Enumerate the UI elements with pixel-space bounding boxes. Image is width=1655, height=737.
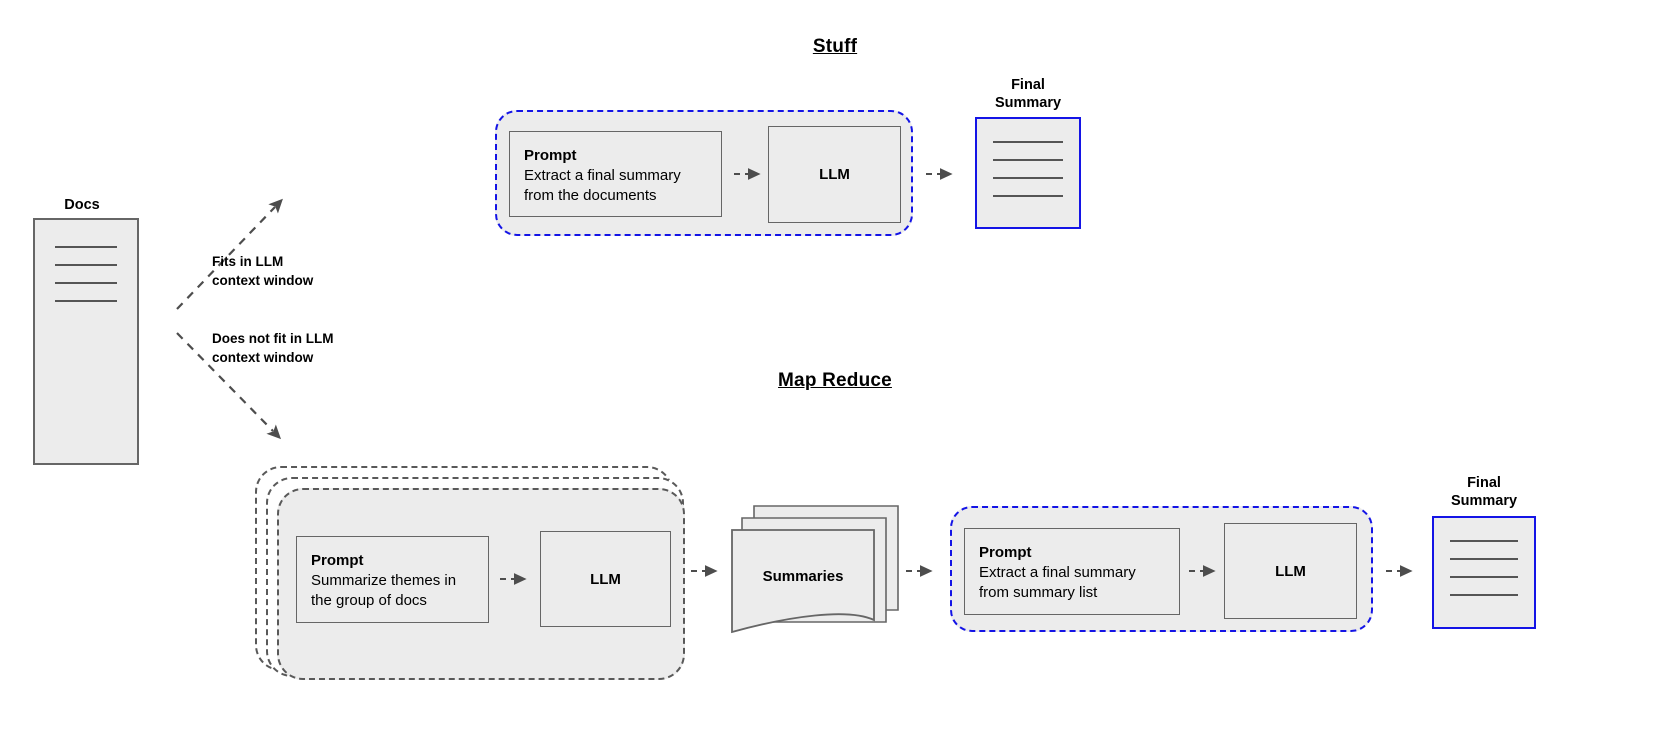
stuff-prompt-box: Prompt Extract a final summary from the … <box>509 131 722 217</box>
map-prompt-title: Prompt <box>311 552 364 569</box>
edge-label-fits: Fits in LLM context window <box>212 254 314 288</box>
reduce-prompt-title: Prompt <box>979 544 1032 561</box>
summaries-stack <box>731 505 899 634</box>
map-prompt-body: Summarize themes in the group of docs <box>311 572 457 609</box>
map-prompt-box: Prompt Summarize themes in the group of … <box>296 536 489 623</box>
docs-line <box>55 264 117 266</box>
summary-line <box>993 195 1063 197</box>
stuff-final-summary-lines <box>993 141 1063 197</box>
edge-label-does-not-fit: Does not fit in LLM context window <box>212 331 334 365</box>
docs-line <box>55 246 117 248</box>
summary-line <box>1450 594 1518 596</box>
docs-lines <box>55 246 117 318</box>
docs-line <box>55 282 117 284</box>
arrow-reduce-prompt-to-llm <box>1189 564 1216 577</box>
arrow-stuff-prompt-to-llm <box>734 167 761 180</box>
map-llm-box: LLM <box>540 531 671 627</box>
summary-line <box>993 141 1063 143</box>
reduce-llm-box: LLM <box>1224 523 1357 619</box>
arrow-map-prompt-to-llm <box>500 572 527 585</box>
section-title-map-reduce: Map Reduce <box>778 370 892 391</box>
stuff-llm-box: LLM <box>768 126 901 223</box>
section-title-stuff: Stuff <box>812 36 858 57</box>
arrow-map-to-summaries <box>691 564 718 577</box>
arrow-stuff-llm-to-summary <box>926 167 953 180</box>
stuff-prompt-body: Extract a final summary from the documen… <box>524 167 681 204</box>
arrow-reduce-llm-to-final-summary <box>1386 564 1413 577</box>
reduce-prompt-box: Prompt Extract a final summary from summ… <box>964 528 1180 615</box>
mapreduce-final-summary-lines <box>1450 540 1518 596</box>
mapreduce-final-summary-caption: Final Summary <box>1450 475 1518 509</box>
summaries-label: Summaries <box>762 568 844 585</box>
summaries-sheet-front <box>731 529 875 634</box>
stuff-final-summary-box <box>975 117 1081 229</box>
docs-box <box>33 218 139 465</box>
summary-line <box>1450 540 1518 542</box>
summary-line <box>993 159 1063 161</box>
summary-line <box>993 177 1063 179</box>
arrow-summaries-to-reduce <box>906 564 933 577</box>
mapreduce-final-summary-box <box>1432 516 1536 629</box>
summary-line <box>1450 576 1518 578</box>
docs-line <box>55 300 117 302</box>
reduce-prompt-body: Extract a final summary from summary lis… <box>979 564 1136 601</box>
stuff-prompt-title: Prompt <box>524 147 577 164</box>
stuff-final-summary-caption: Final Summary <box>994 77 1062 111</box>
docs-caption: Docs <box>64 197 100 213</box>
arrow-does-not-fit-in-context <box>176 332 282 440</box>
summary-line <box>1450 558 1518 560</box>
